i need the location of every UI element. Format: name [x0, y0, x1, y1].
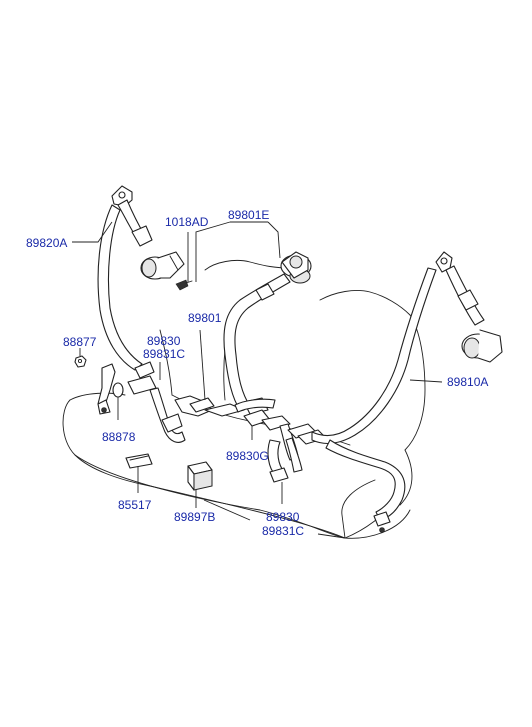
callout-89830-right[interactable]: 89830 — [266, 510, 300, 524]
leader-lines — [72, 221, 443, 539]
callout-89810a[interactable]: 89810A — [447, 375, 489, 389]
left-buckle-assembly[interactable] — [127, 375, 186, 443]
left-seat-belt-assembly[interactable] — [97, 185, 185, 415]
callout-89820a[interactable]: 89820A — [26, 236, 68, 250]
callout-89831c-left[interactable]: 89831C — [143, 347, 186, 361]
center-seat-belt-89801e[interactable] — [223, 251, 312, 415]
cap-88878[interactable] — [112, 382, 124, 398]
center-lap-belt-89801[interactable] — [174, 395, 245, 417]
callout-85517[interactable]: 85517 — [118, 498, 152, 512]
callout-89801e[interactable]: 89801E — [228, 208, 270, 222]
right-buckle-assembly[interactable] — [267, 423, 327, 483]
nut-88877[interactable] — [74, 355, 87, 368]
callout-89830-left[interactable]: 89830 — [147, 334, 181, 348]
right-seat-belt-assembly[interactable] — [311, 251, 503, 533]
bolt-1018ad[interactable] — [175, 279, 193, 291]
callout-89831c-right[interactable]: 89831C — [262, 524, 305, 538]
cover-85517[interactable] — [125, 453, 153, 469]
callout-89897b[interactable]: 89897B — [174, 510, 216, 524]
callout-89830g[interactable]: 89830G — [226, 449, 269, 463]
cover-89897b[interactable] — [187, 461, 213, 491]
callout-88877[interactable]: 88877 — [63, 335, 97, 349]
left-retractor — [140, 251, 185, 280]
callout-1018ad[interactable]: 1018AD — [165, 215, 209, 229]
callout-88878[interactable]: 88878 — [102, 430, 136, 444]
callout-89801[interactable]: 89801 — [188, 311, 222, 325]
